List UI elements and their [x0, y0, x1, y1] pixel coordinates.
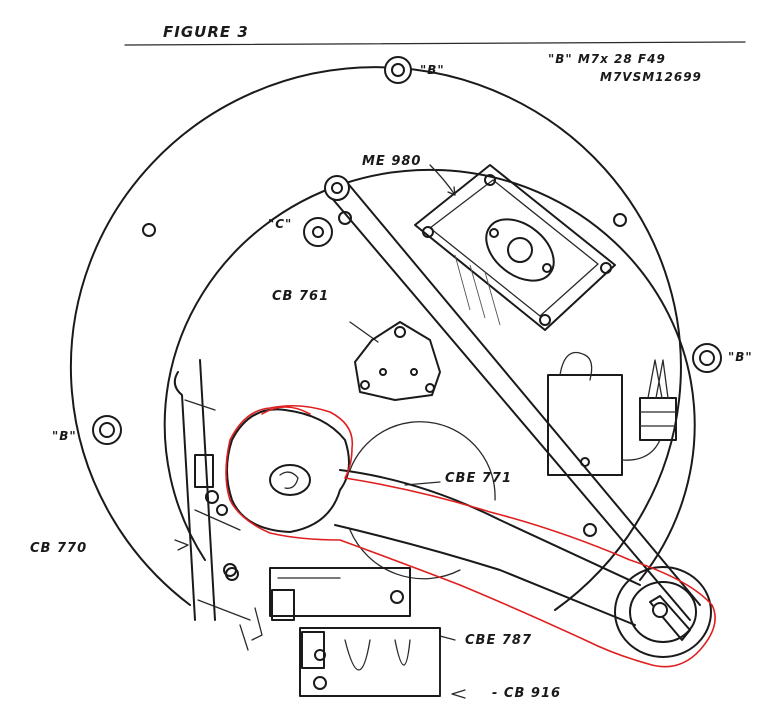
label-cbe-771: CBE 771: [445, 471, 512, 486]
mount-boss-top: [384, 56, 412, 84]
pulley-wheel: [614, 566, 712, 658]
mount-boss-right: [692, 343, 722, 373]
bottom-box-cb-916: [299, 627, 441, 697]
label-cbe-787: CBE 787: [465, 633, 532, 648]
mount-label-b-left: "B": [52, 429, 77, 443]
cam-mechanism: [226, 408, 641, 626]
label-cb-916: - CB 916: [492, 686, 561, 701]
part-number-line-1: "B" M7x 28 F49: [548, 52, 666, 66]
arrow-me-980: [429, 164, 456, 196]
mount-c: [303, 217, 333, 247]
mount-label-c: "C": [268, 217, 292, 231]
motor-plate-me-980: [414, 164, 616, 331]
arrow-cb-916: [451, 689, 466, 699]
title-underline: [124, 41, 746, 46]
diagonal-arm: [324, 175, 701, 621]
figure-title: FIGURE 3: [163, 23, 249, 41]
arrow-cbe-787: [439, 635, 456, 641]
mount-label-b-top: "B": [420, 63, 445, 77]
inner-housing-ring: [163, 168, 696, 581]
left-bracket-cb-770: [173, 359, 251, 621]
red-annotation-outline: [225, 404, 716, 668]
label-cb-761: CB 761: [272, 289, 329, 304]
component-cb-761: [354, 321, 441, 401]
inner-ring-screws: [142, 213, 627, 661]
label-me-980: ME 980: [362, 154, 421, 169]
part-number-line-2: M7VSM12699: [600, 70, 702, 84]
cbe-771-circle: [349, 421, 496, 501]
terminal-block: [639, 359, 677, 441]
switch-assembly-cbe-787: [239, 567, 411, 651]
mount-label-b-right: "B": [728, 350, 753, 364]
outer-housing-ring: [69, 66, 682, 611]
arrow-cb-770: [174, 539, 189, 551]
mount-boss-left: [92, 415, 122, 445]
capacitor-box: [547, 351, 661, 476]
label-cb-770: CB 770: [30, 541, 87, 556]
